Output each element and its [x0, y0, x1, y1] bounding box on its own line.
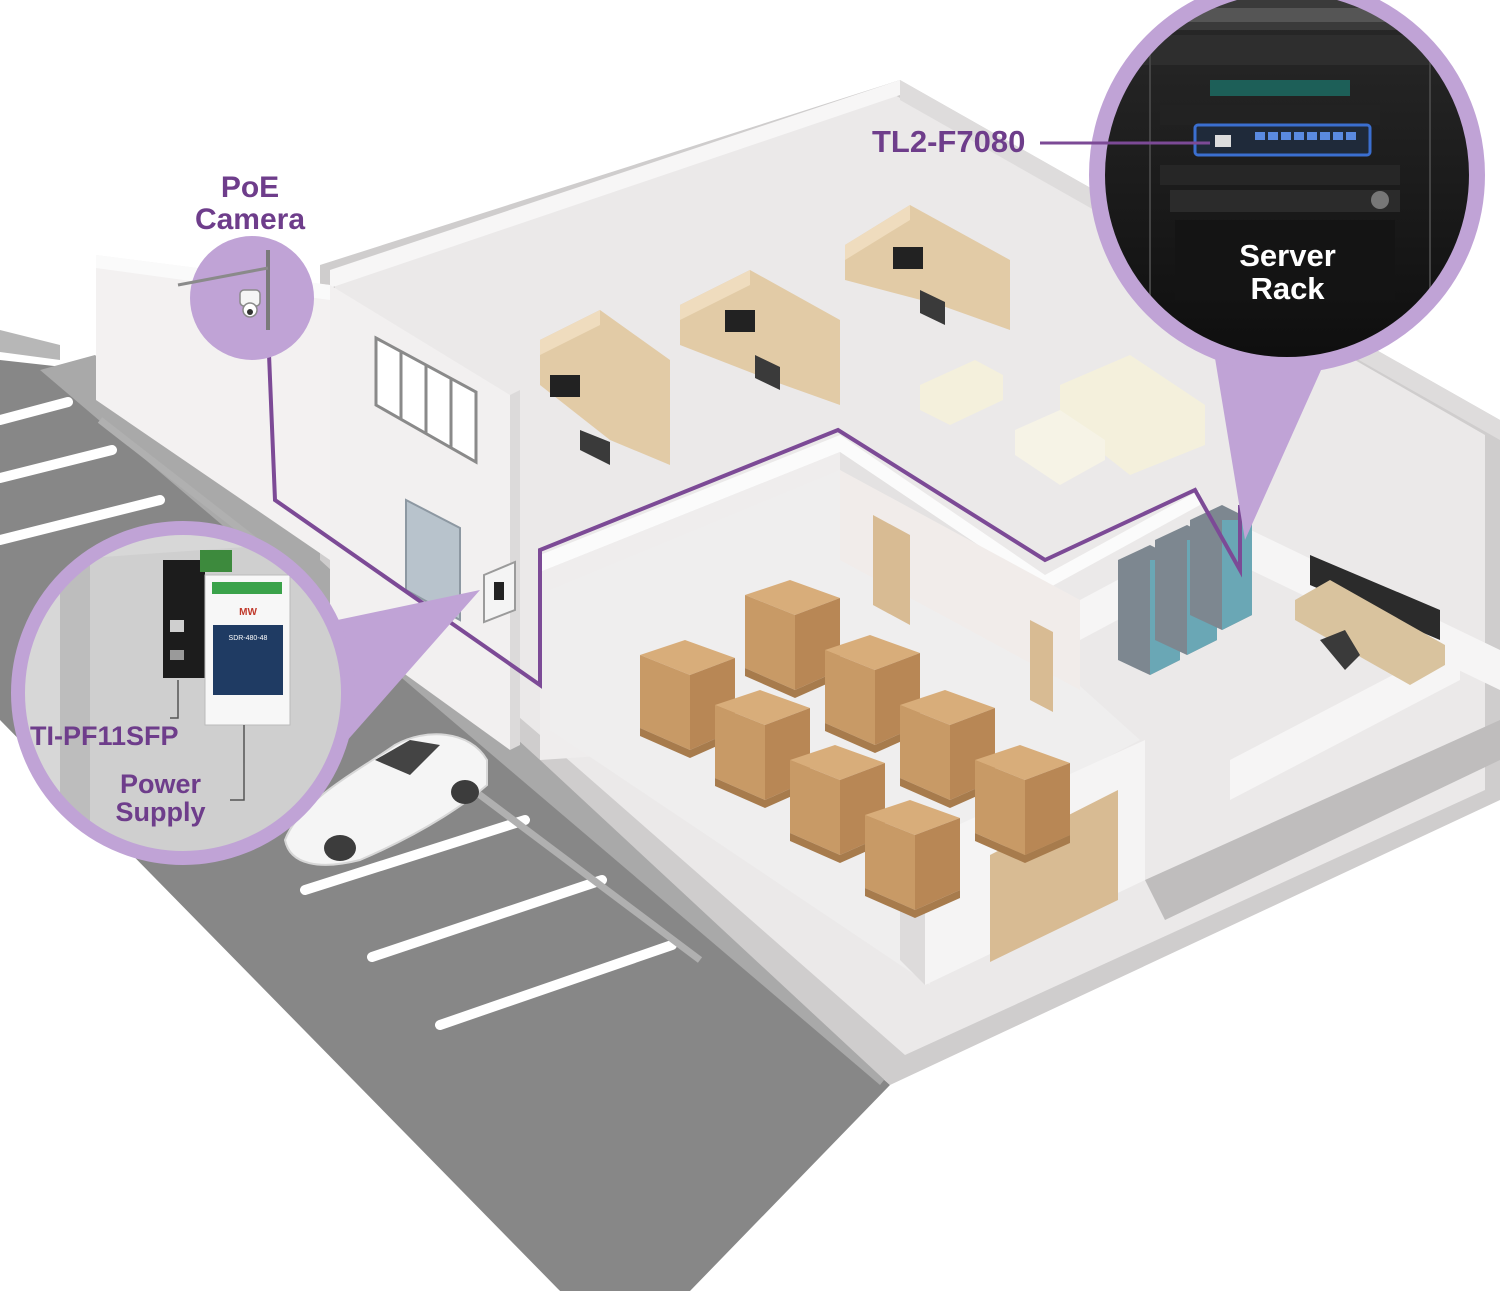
- power-supply-line-1: Power: [119, 769, 202, 799]
- warehouse-crates: [640, 580, 1070, 918]
- media-converter-callout: MW SDR-480-48: [11, 521, 480, 865]
- server-rack-line-1: Server: [1239, 238, 1336, 273]
- power-supply-device: MW SDR-480-48: [204, 574, 291, 726]
- server-rack-label: Server Rack: [1205, 238, 1370, 306]
- crate: [640, 640, 735, 758]
- crate: [975, 745, 1070, 863]
- power-supply-label: Power Supply: [98, 770, 223, 827]
- tl2-f7080-label: TL2-F7080: [872, 124, 1042, 159]
- wall-enclosure: [483, 560, 516, 624]
- warehouse-door: [873, 515, 910, 625]
- poe-camera-line-1: PoE: [220, 171, 280, 204]
- poe-camera-line-2: Camera: [194, 202, 306, 236]
- server-cabinets: [1118, 505, 1252, 675]
- tl2-f7080-text: TL2-F7080: [872, 124, 1026, 159]
- loading-door: [990, 790, 1118, 962]
- power-supply-line-2: Supply: [115, 797, 206, 828]
- monitoring-desk: [1295, 555, 1445, 685]
- side-door: [1030, 620, 1053, 712]
- network-cable: [266, 329, 1242, 689]
- psu-brand: MW: [239, 607, 257, 618]
- entrance-door: [405, 498, 461, 622]
- windows: [374, 335, 478, 465]
- server-room: [1118, 505, 1445, 685]
- parking-lines: [0, 397, 677, 1030]
- crate: [715, 690, 810, 808]
- ti-pf11sfp-label: TI-PF11SFP: [30, 721, 220, 751]
- lounge-furniture: [920, 355, 1205, 485]
- crate: [865, 800, 960, 918]
- office-cubicles: [540, 205, 1205, 485]
- ti-pf11sfp-text: TI-PF11SFP: [30, 721, 179, 751]
- server-rack-callout: [1040, 0, 1485, 540]
- server-rack-line-2: Rack: [1250, 270, 1325, 306]
- ti-pf11sfp-device: [163, 550, 232, 678]
- camera-callout: [177, 236, 314, 360]
- psu-model: SDR-480-48: [229, 635, 268, 642]
- poe-camera-icon: [239, 289, 261, 318]
- poe-camera-label: PoE Camera: [180, 172, 320, 235]
- car: [283, 733, 488, 866]
- crate: [825, 635, 920, 753]
